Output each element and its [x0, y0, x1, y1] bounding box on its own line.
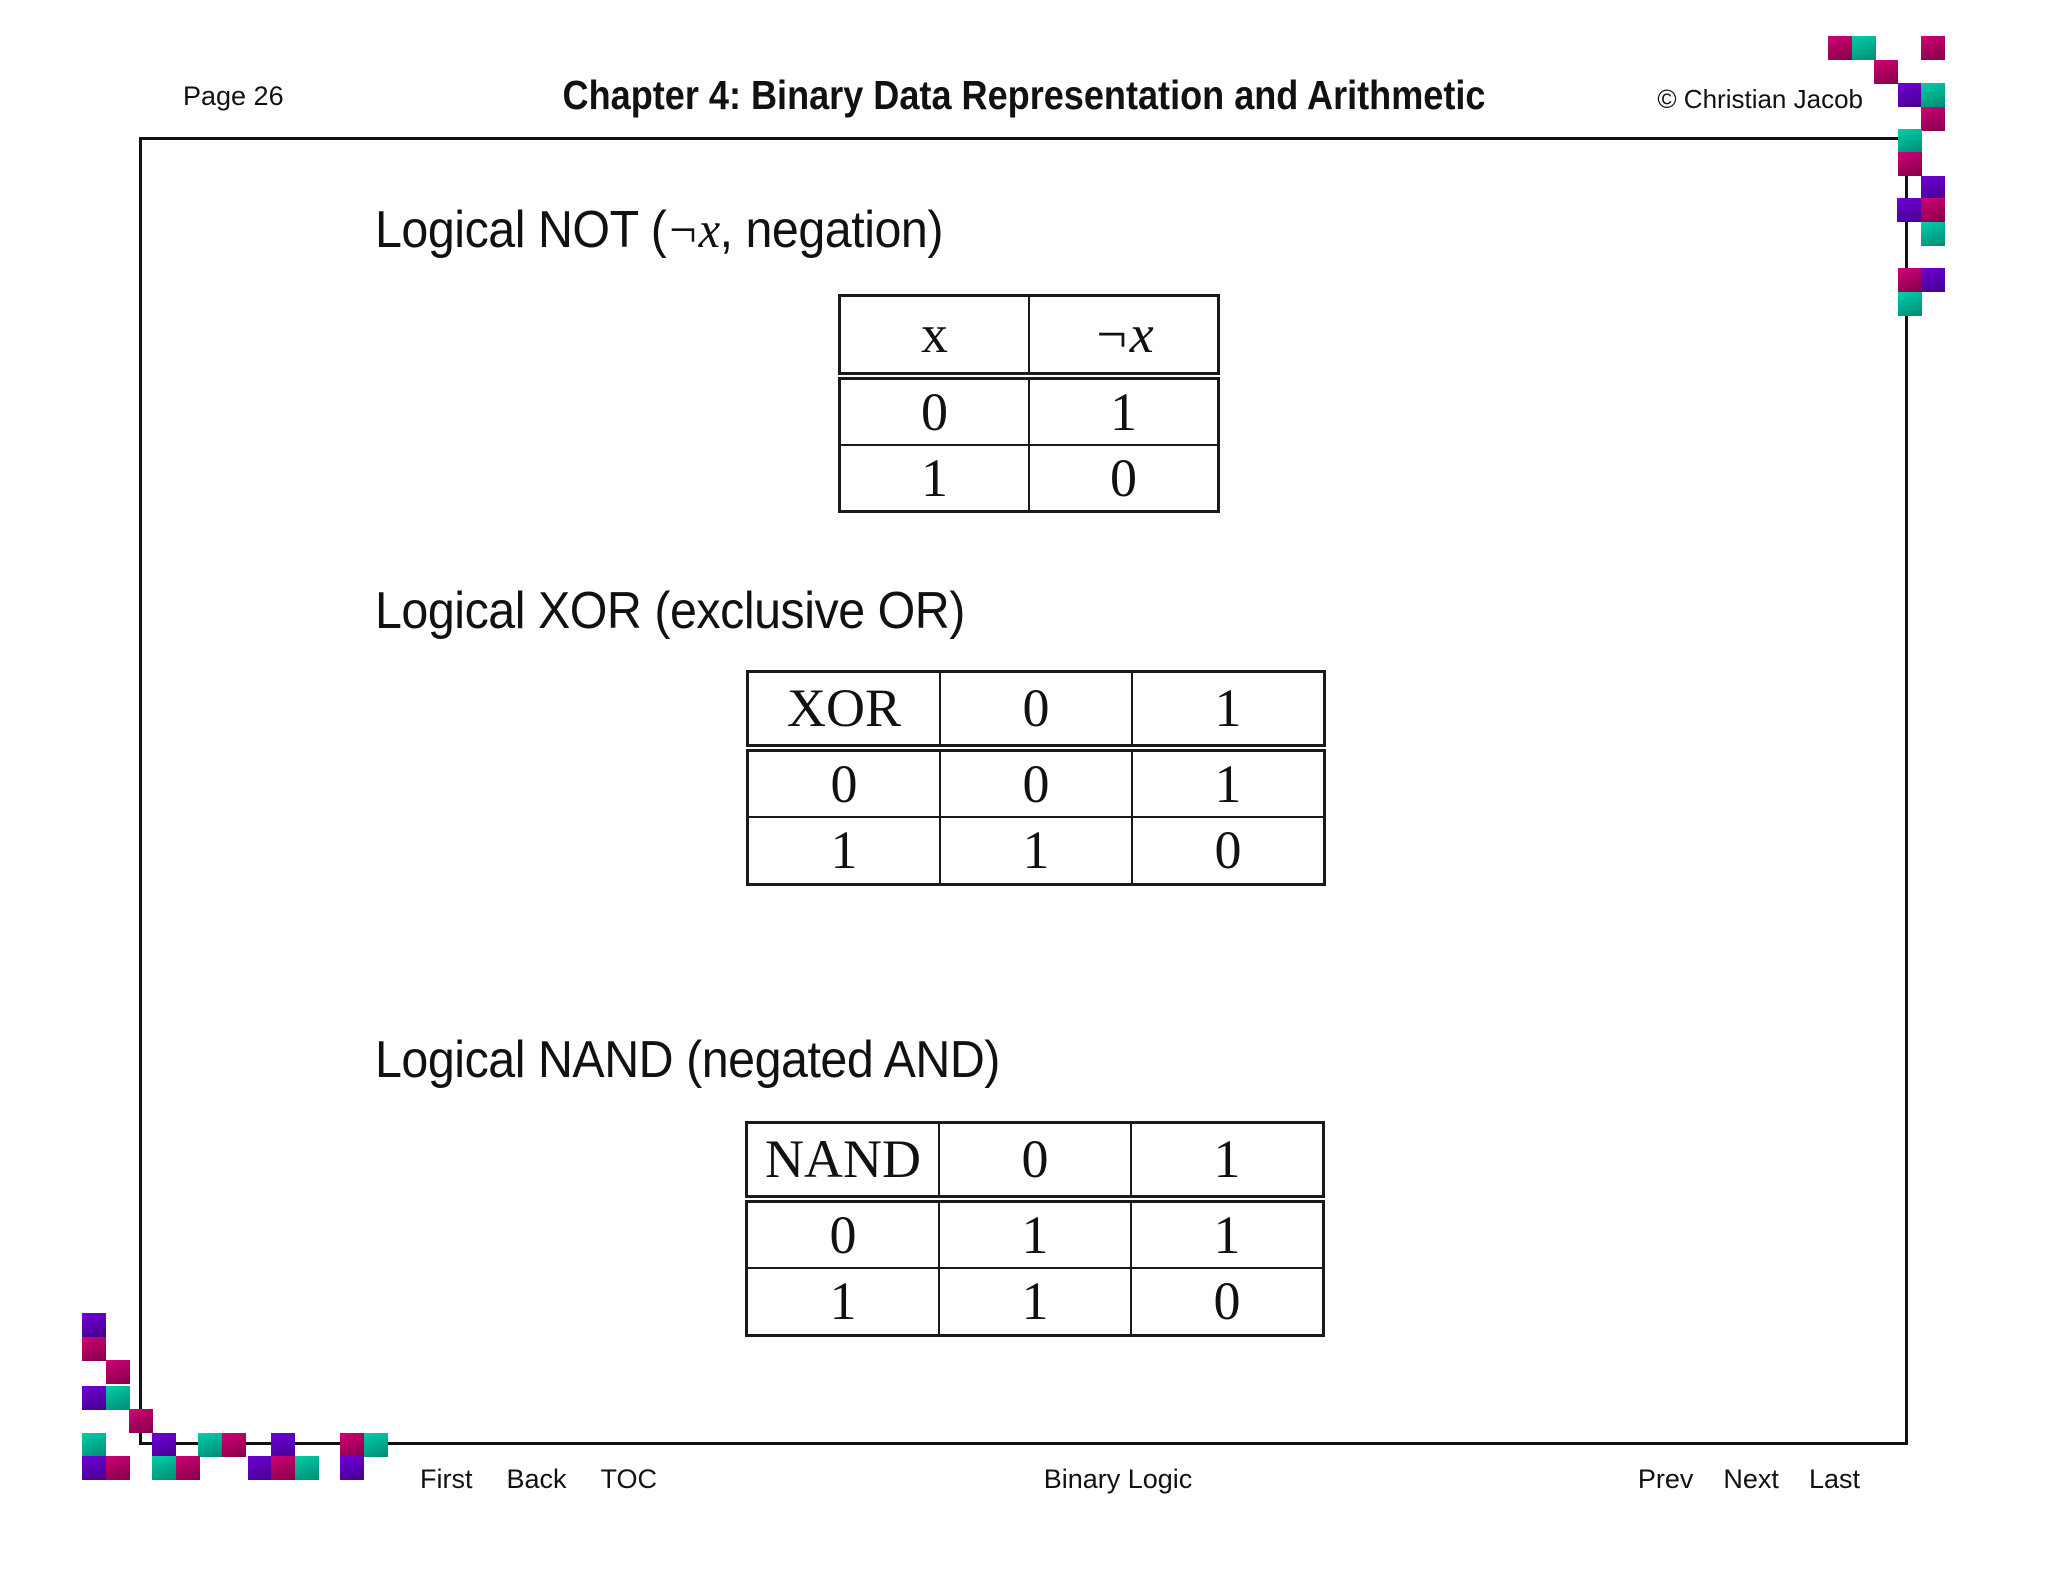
- nav-first-link[interactable]: First: [420, 1464, 473, 1494]
- decor-square: [1828, 36, 1852, 60]
- table-cell: 1: [1130, 1197, 1325, 1269]
- nav-toc-link[interactable]: TOC: [600, 1464, 658, 1494]
- decor-square: [82, 1386, 106, 1410]
- table-cell: 0: [746, 746, 941, 818]
- table-cell: 0: [838, 374, 1030, 446]
- decor-square: [198, 1433, 222, 1457]
- heading-text: , negation): [719, 201, 944, 259]
- nav-prev-link[interactable]: Prev: [1637, 1464, 1694, 1494]
- table-cell: 0: [1028, 443, 1220, 512]
- decor-square: [106, 1360, 130, 1384]
- table-cell: 1: [1028, 374, 1220, 446]
- section-heading-not: Logical NOT (¬x, negation): [375, 200, 943, 260]
- table-header-cell: XOR: [746, 670, 941, 752]
- decor-square: [1921, 107, 1945, 131]
- decor-square: [340, 1433, 364, 1457]
- decor-square: [222, 1433, 246, 1457]
- decor-square: [1898, 268, 1922, 292]
- decor-square: [1898, 152, 1922, 176]
- decor-square: [1921, 83, 1945, 107]
- table-cell: 1: [938, 1197, 1132, 1269]
- decor-square: [295, 1456, 319, 1480]
- decor-square: [129, 1409, 153, 1433]
- chapter-title: Chapter 4: Binary Data Representation an…: [562, 72, 1486, 118]
- table-header-cell: 0: [939, 670, 1133, 752]
- table-header-cell: x: [838, 294, 1030, 380]
- heading-text: Logical NAND (negated AND): [375, 1031, 1000, 1089]
- heading-text: Logical NOT (: [375, 201, 667, 259]
- decor-square: [82, 1433, 106, 1457]
- table-cell: 0: [939, 746, 1133, 818]
- decor-square: [271, 1456, 295, 1480]
- copyright-label: © Christian Jacob: [1657, 84, 1863, 114]
- footer-section-title: Binary Logic: [1043, 1464, 1193, 1494]
- table-cell: 0: [745, 1197, 940, 1269]
- decor-square: [1897, 198, 1921, 222]
- decor-square: [1898, 292, 1922, 316]
- decor-square: [82, 1313, 106, 1337]
- table-cell: 1: [745, 1266, 940, 1337]
- decor-square: [1898, 129, 1922, 153]
- section-heading-nand: Logical NAND (negated AND): [375, 1030, 1000, 1090]
- decor-square: [1921, 268, 1945, 292]
- table-cell: 1: [1131, 746, 1326, 818]
- decor-square: [106, 1386, 130, 1410]
- decor-square: [1874, 60, 1898, 84]
- table-cell: 0: [1130, 1266, 1325, 1337]
- footer-nav-left: First Back TOC: [420, 1464, 657, 1495]
- table-cell: 1: [939, 815, 1133, 886]
- table-header-cell: 0: [938, 1121, 1132, 1203]
- table-header-cell: ¬x: [1028, 294, 1220, 380]
- decor-square: [106, 1456, 130, 1480]
- table-cell: 1: [838, 443, 1030, 512]
- decor-square: [1921, 198, 1945, 222]
- heading-text: Logical XOR (exclusive OR): [375, 582, 965, 640]
- heading-math-notation: ¬x: [666, 202, 720, 259]
- table-header-cell: 1: [1131, 670, 1326, 752]
- decor-square: [1852, 36, 1876, 60]
- decor-square: [271, 1433, 295, 1457]
- table-cell: 1: [746, 815, 941, 886]
- decor-square: [248, 1456, 272, 1480]
- decor-square: [340, 1456, 364, 1480]
- nav-back-link[interactable]: Back: [506, 1464, 567, 1494]
- decor-square: [82, 1337, 106, 1361]
- table-cell: 1: [938, 1266, 1132, 1337]
- decor-square: [82, 1456, 106, 1480]
- decor-square: [152, 1433, 176, 1457]
- decor-square: [364, 1433, 388, 1457]
- nav-next-link[interactable]: Next: [1723, 1464, 1779, 1494]
- decor-square: [1921, 222, 1945, 246]
- slide-content-frame: [139, 137, 1908, 1445]
- truth-table-not: x ¬x 0 1 1 0: [838, 294, 1220, 513]
- decor-square: [176, 1456, 200, 1480]
- section-heading-xor: Logical XOR (exclusive OR): [375, 581, 965, 641]
- table-header-cell: 1: [1130, 1121, 1325, 1203]
- footer-nav-right: Prev Next Last: [1638, 1464, 1860, 1495]
- decor-square: [1898, 83, 1922, 107]
- truth-table-xor: XOR 0 1 0 0 1 1 1 0: [746, 670, 1326, 886]
- decor-square: [1921, 36, 1945, 60]
- table-cell: 0: [1131, 815, 1326, 886]
- decor-square: [1921, 176, 1945, 200]
- nav-last-link[interactable]: Last: [1808, 1464, 1860, 1494]
- truth-table-nand: NAND 0 1 0 1 1 1 1 0: [745, 1121, 1325, 1337]
- table-header-cell: NAND: [745, 1121, 940, 1203]
- decor-square: [152, 1456, 176, 1480]
- page-number-label: Page 26: [183, 81, 284, 111]
